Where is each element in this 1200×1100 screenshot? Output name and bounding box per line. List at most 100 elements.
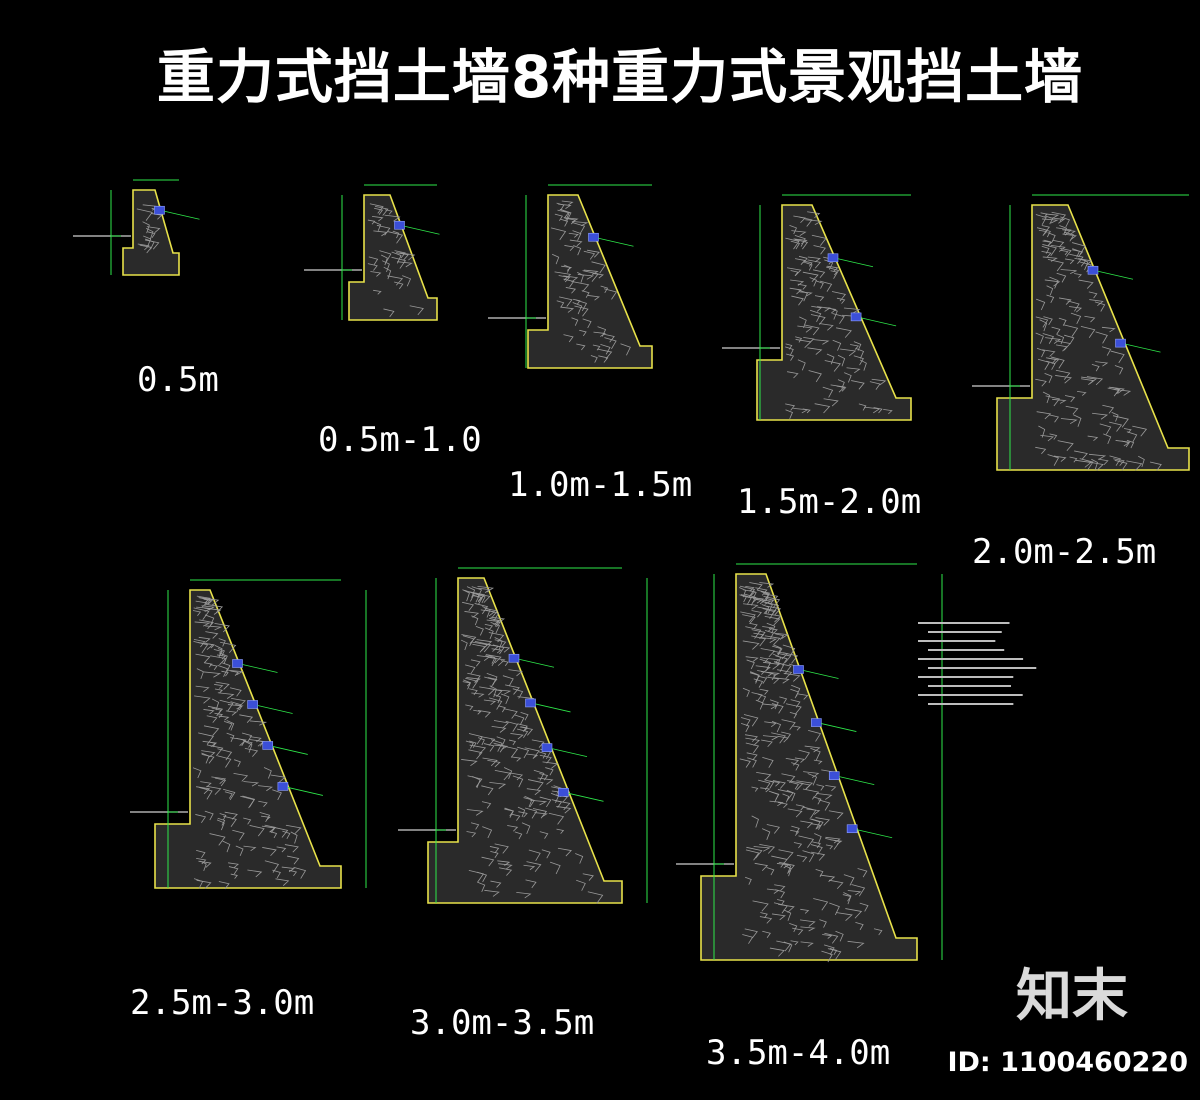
stone-joint	[539, 831, 549, 839]
stone-joint	[1044, 373, 1053, 384]
stone-joint	[477, 709, 491, 718]
stone-joint	[775, 889, 786, 899]
stone-joint	[538, 751, 547, 759]
stone-joint	[495, 689, 512, 695]
stone-joint	[806, 808, 821, 815]
stone-joint	[815, 869, 824, 878]
stone-joint	[593, 331, 606, 337]
stone-joint	[1110, 350, 1125, 364]
stone-joint	[224, 811, 238, 820]
stone-joint	[763, 595, 781, 609]
stone-joint	[568, 232, 579, 238]
leader-line	[803, 670, 839, 679]
stone-joint	[144, 239, 160, 250]
stone-joint	[1042, 391, 1051, 404]
wall-label-2: 0.5m-1.0	[318, 420, 482, 460]
stone-joint	[496, 645, 511, 653]
stone-joint	[572, 222, 586, 235]
stone-joint	[486, 619, 500, 626]
stone-joint	[600, 285, 609, 294]
stone-joint	[832, 339, 842, 351]
stone-joint	[1047, 454, 1060, 466]
stone-joint	[771, 703, 784, 714]
stone-joint	[214, 684, 224, 689]
stone-joint	[837, 354, 846, 367]
drain-tag	[154, 205, 165, 215]
stone-joint	[228, 866, 239, 875]
stone-joint	[465, 740, 474, 749]
stone-joint	[383, 308, 395, 318]
stone-joint	[223, 815, 237, 827]
stone-joint	[511, 756, 522, 762]
notes-line	[928, 685, 1012, 687]
stone-joint	[843, 307, 861, 314]
leader-line	[1097, 270, 1134, 280]
stone-joint	[761, 739, 773, 747]
drain-tag	[508, 653, 520, 663]
stone-joint	[871, 378, 887, 386]
stone-joint	[226, 720, 235, 731]
stone-joint	[530, 799, 548, 806]
wall-label-6: 2.5m-3.0m	[130, 983, 315, 1023]
stone-joint	[791, 825, 800, 834]
stone-joint	[765, 671, 781, 677]
stone-joint	[214, 622, 230, 633]
stone-joint	[1126, 439, 1135, 449]
stone-joint	[397, 261, 413, 268]
stone-joint	[811, 234, 827, 246]
stone-joint	[1055, 344, 1068, 352]
stone-joint	[469, 740, 477, 748]
stone-joint	[392, 230, 400, 239]
stone-joint	[772, 780, 786, 789]
wall-section-4	[756, 204, 912, 421]
wall-section-5	[996, 204, 1190, 471]
stone-joint	[136, 208, 153, 221]
stone-joint	[399, 252, 416, 261]
stone-joint	[1132, 425, 1148, 437]
drain-tag	[394, 220, 405, 230]
stone-joint	[477, 585, 495, 593]
stone-joint	[205, 625, 223, 631]
stone-joint	[224, 720, 233, 730]
stone-joint	[1069, 253, 1084, 265]
stone-joint	[474, 603, 489, 615]
stone-joint	[214, 712, 224, 718]
stone-joint	[787, 371, 799, 379]
stone-joint	[211, 698, 220, 711]
wall-label-4: 1.5m-2.0m	[737, 482, 922, 522]
stone-joint	[554, 271, 572, 281]
stone-joint	[1056, 227, 1072, 236]
stone-joint	[1074, 257, 1087, 267]
stone-joint	[798, 749, 810, 760]
stone-joint	[196, 786, 211, 795]
stone-joint	[819, 280, 833, 292]
stone-joint	[771, 913, 786, 921]
stone-joint	[1041, 245, 1050, 254]
stone-joint	[835, 912, 853, 922]
stone-joint	[1042, 244, 1057, 257]
drain-tag	[793, 665, 804, 674]
stone-joint	[381, 260, 390, 273]
stone-joint	[1084, 315, 1096, 323]
stone-joint	[520, 711, 529, 721]
stone-joint	[764, 779, 775, 789]
stone-joint	[786, 789, 796, 802]
stone-joint	[1053, 455, 1067, 462]
stone-joint	[745, 742, 760, 754]
stone-joint	[794, 239, 809, 250]
stone-joint	[1087, 435, 1099, 442]
stone-joint	[275, 878, 290, 886]
stone-joint	[194, 621, 211, 627]
stone-joint	[760, 787, 771, 793]
stone-joint	[211, 776, 227, 784]
stone-joint	[228, 669, 244, 676]
leader-line	[242, 664, 278, 673]
stone-joint	[485, 609, 500, 622]
stone-joint	[791, 295, 804, 306]
stone-joint	[790, 240, 801, 250]
stone-joint	[293, 866, 307, 879]
stone-joint	[851, 380, 865, 390]
stone-joint	[1086, 376, 1104, 386]
stone-joint	[192, 610, 202, 616]
